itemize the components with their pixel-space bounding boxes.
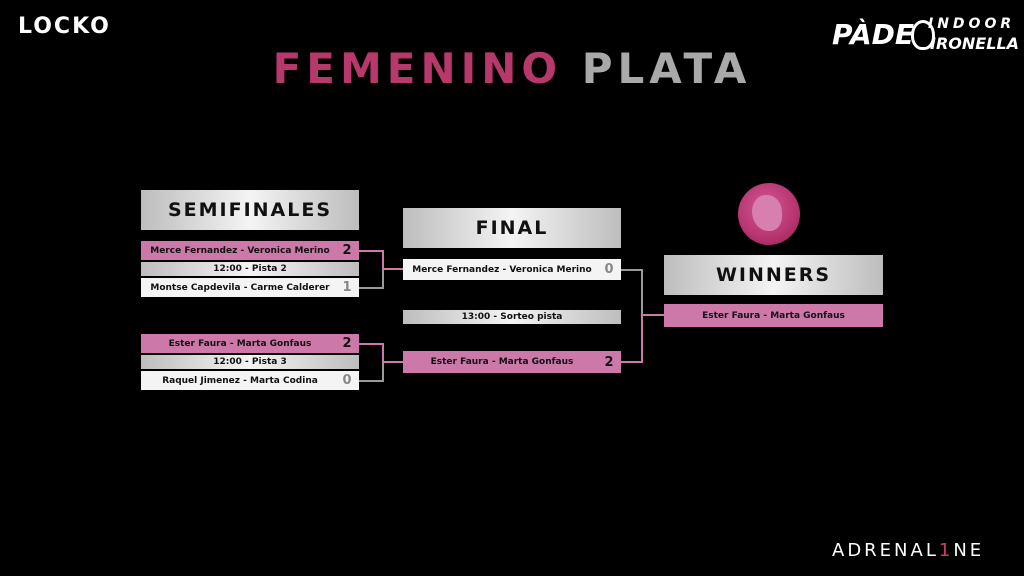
team-score: 2	[342, 336, 352, 351]
connector-line	[359, 287, 383, 289]
team-names: Merce Fernandez - Veronica Merino	[150, 245, 330, 256]
padel-ball-highlight	[752, 195, 782, 231]
connector-line	[382, 250, 384, 270]
final-team-1: Merce Fernandez - Veronica Merino 0	[403, 259, 621, 280]
padel-logo-gironella: IRONELLA	[930, 34, 1019, 53]
padel-indoor-gironella-logo: PÀDEL INDOOR IRONELLA	[832, 14, 1019, 58]
team-score: 0	[604, 262, 614, 277]
connector-line	[359, 250, 383, 252]
connector-line	[621, 269, 643, 271]
adrenaline-logo-post: NE	[953, 540, 985, 561]
connector-line	[641, 314, 665, 316]
connector-line	[641, 314, 643, 363]
team-names: Ester Faura - Marta Gonfaus	[430, 357, 574, 367]
adrenaline-logo-pre: ADRENAL	[832, 540, 939, 561]
team-names: Raquel Jimenez - Marta Codina	[162, 375, 318, 386]
adrenaline-logo-one: 1	[938, 540, 954, 561]
semifinal-2-time: 12:00 - Pista 3	[141, 355, 359, 369]
final-header: FINAL	[403, 208, 621, 248]
connector-line	[382, 343, 384, 363]
adrenaline-logo: ADRENAL1NE	[832, 540, 984, 561]
winners-header: WINNERS	[664, 255, 883, 295]
title-category: FEMENINO	[272, 44, 563, 93]
semifinals-header: SEMIFINALES	[141, 190, 359, 230]
title-level: PLATA	[581, 44, 752, 93]
semifinal-1-team-1: Merce Fernandez - Veronica Merino 2	[141, 241, 359, 260]
semifinal-2-team-1: Ester Faura - Marta Gonfaus 2	[141, 334, 359, 353]
semifinal-1-time: 12:00 - Pista 2	[141, 262, 359, 276]
connector-line	[382, 268, 384, 289]
connector-line	[359, 380, 383, 382]
page-title: FEMENINO PLATA	[0, 44, 1024, 93]
team-score: 2	[342, 243, 352, 258]
connector-line	[382, 361, 403, 363]
team-names: Ester Faura - Marta Gonfaus	[168, 338, 312, 349]
connector-line	[382, 268, 403, 270]
connector-line	[359, 343, 383, 345]
team-names: Montse Capdevila - Carme Calderer	[150, 282, 330, 293]
team-names: Ester Faura - Marta Gonfaus	[702, 310, 845, 321]
padel-ball-icon	[911, 20, 935, 50]
connector-line	[641, 269, 643, 316]
winners-team: Ester Faura - Marta Gonfaus	[664, 304, 883, 327]
semifinal-2-team-2: Raquel Jimenez - Marta Codina 0	[141, 371, 359, 390]
team-names: Merce Fernandez - Veronica Merino	[412, 264, 592, 275]
connector-line	[621, 361, 643, 363]
connector-line	[382, 361, 384, 382]
locko-logo: LOCKO	[18, 14, 111, 39]
team-score: 0	[342, 373, 352, 388]
final-team-2: Ester Faura - Marta Gonfaus 2	[403, 351, 621, 373]
team-score: 1	[342, 280, 352, 295]
padel-logo-indoor: INDOOR	[928, 16, 1016, 32]
semifinal-1-team-2: Montse Capdevila - Carme Calderer 1	[141, 278, 359, 297]
padel-ball-trophy-icon	[738, 183, 800, 245]
team-score: 2	[604, 354, 614, 370]
final-time: 13:00 - Sorteo pista	[403, 310, 621, 324]
